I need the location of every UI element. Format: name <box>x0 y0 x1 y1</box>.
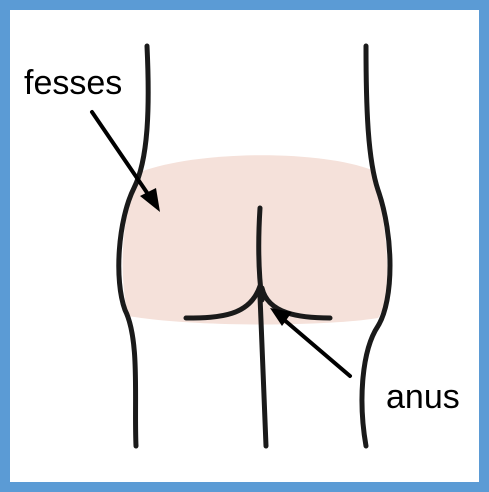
fesses-arrow <box>92 112 160 212</box>
anus-label: anus <box>386 380 460 414</box>
fesses-label: fesses <box>24 66 122 100</box>
